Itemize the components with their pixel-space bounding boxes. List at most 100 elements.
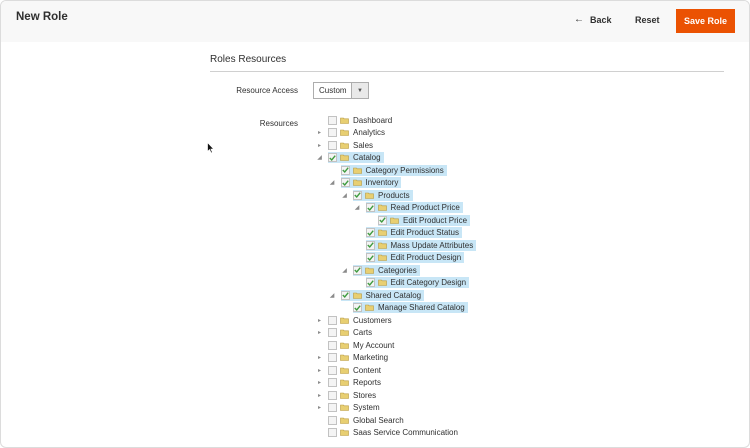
tree-checkbox[interactable] — [328, 140, 337, 150]
tree-checkbox[interactable] — [328, 365, 337, 375]
back-button-label: Back — [590, 15, 612, 25]
expand-arrow-icon[interactable]: ▸ — [317, 380, 321, 386]
tree-node[interactable]: Reports — [328, 377, 381, 388]
collapse-arrow-icon[interactable]: ◢ — [317, 155, 322, 161]
expand-arrow-icon[interactable]: ▸ — [317, 130, 321, 136]
tree-checkbox[interactable] — [340, 165, 350, 175]
resource-access-select[interactable]: Custom ▼ — [313, 82, 369, 99]
tree-node-label: Categories — [378, 265, 417, 275]
tree-spacer — [354, 240, 361, 251]
tree-node[interactable]: Global Search — [328, 415, 404, 426]
folder-icon — [340, 317, 349, 324]
resource-access-label: Resource Access — [236, 86, 298, 95]
tree-checkbox[interactable] — [328, 328, 337, 337]
tree-node-label: Stores — [353, 390, 377, 400]
tree-checkbox[interactable] — [328, 115, 337, 125]
expand-arrow-icon[interactable]: ▸ — [317, 317, 321, 324]
tree-checkbox[interactable] — [353, 303, 362, 312]
tree-node-label: Dashboard — [353, 115, 393, 125]
tree-spacer — [316, 340, 323, 351]
save-role-button[interactable]: Save Role — [676, 9, 735, 33]
reset-button[interactable]: Reset — [635, 15, 660, 25]
tree-node[interactable]: Products — [353, 189, 413, 201]
tree-checkbox[interactable] — [365, 253, 375, 262]
collapse-arrow-icon[interactable]: ◢ — [329, 180, 335, 186]
tree-spacer — [354, 277, 361, 288]
tree-checkbox[interactable] — [353, 190, 362, 200]
tree-checkbox[interactable] — [340, 290, 350, 300]
tree-spacer — [316, 415, 323, 426]
tree-checkbox[interactable] — [328, 128, 337, 137]
section-divider — [210, 71, 724, 72]
expand-arrow-icon[interactable]: ▸ — [317, 355, 321, 361]
tree-node[interactable]: Read Product Price — [365, 202, 463, 213]
tree-node[interactable]: Shared Catalog — [340, 289, 425, 301]
tree-node[interactable]: Edit Product Price — [378, 214, 471, 226]
tree-checkbox[interactable] — [365, 203, 375, 212]
tree-node[interactable]: Customers — [328, 315, 392, 326]
tree-node[interactable]: Analytics — [328, 127, 385, 138]
tree-node[interactable]: Dashboard — [328, 115, 392, 126]
tree-node[interactable]: System — [328, 402, 380, 413]
tree-spacer — [316, 427, 323, 438]
tree-checkbox[interactable] — [328, 353, 337, 362]
tree-node[interactable]: Marketing — [328, 352, 388, 363]
tree-checkbox[interactable] — [365, 228, 375, 237]
expand-arrow-icon[interactable]: ▸ — [317, 142, 321, 149]
tree-node[interactable]: Catalog — [328, 152, 384, 163]
tree-node[interactable]: My Account — [328, 340, 394, 351]
tree-node-label: Edit Category Design — [390, 278, 467, 287]
collapse-arrow-icon[interactable]: ◢ — [329, 292, 335, 299]
folder-icon — [340, 129, 349, 136]
tree-node[interactable]: Carts — [328, 327, 372, 338]
tree-checkbox[interactable] — [328, 315, 337, 325]
tree-node[interactable]: Manage Shared Catalog — [353, 302, 468, 313]
tree-node[interactable]: Saas Service Communication — [328, 427, 458, 438]
collapse-arrow-icon[interactable]: ◢ — [342, 267, 347, 274]
expand-arrow-icon[interactable]: ▸ — [317, 392, 321, 399]
tree-node[interactable]: Inventory — [340, 177, 402, 188]
tree-checkbox[interactable] — [328, 415, 337, 425]
collapse-arrow-icon[interactable]: ◢ — [342, 192, 347, 199]
tree-node[interactable]: Category Permissions — [340, 164, 447, 176]
back-button[interactable]: ← Back — [574, 15, 612, 26]
chevron-down-icon: ▼ — [351, 83, 368, 98]
collapse-arrow-icon[interactable]: ◢ — [354, 205, 360, 211]
tree-checkbox[interactable] — [340, 178, 350, 187]
checkmark-icon — [354, 304, 361, 311]
checkmark-icon — [341, 179, 349, 186]
tree-node-label: Marketing — [353, 353, 389, 362]
tree-node[interactable]: Content — [328, 365, 381, 376]
tree-node[interactable]: Mass Update Attributes — [365, 239, 477, 251]
tree-checkbox[interactable] — [328, 153, 337, 162]
tree-checkbox[interactable] — [328, 390, 337, 400]
tree-node[interactable]: Categories — [353, 264, 420, 276]
folder-icon — [340, 392, 349, 399]
checkmark-icon — [366, 279, 374, 286]
tree-checkbox[interactable] — [378, 215, 387, 225]
expand-arrow-icon[interactable]: ▸ — [317, 330, 321, 336]
tree-checkbox[interactable] — [365, 278, 375, 287]
tree-node-label: Reports — [353, 378, 382, 387]
checkmark-icon — [366, 242, 374, 248]
tree-node-label: Catalog — [353, 153, 381, 162]
expand-arrow-icon[interactable]: ▸ — [317, 367, 321, 374]
folder-icon — [365, 192, 374, 199]
tree-node[interactable]: Edit Category Design — [365, 277, 470, 288]
tree-checkbox[interactable] — [328, 378, 337, 387]
tree-checkbox[interactable] — [328, 428, 337, 437]
expand-arrow-icon[interactable]: ▸ — [317, 405, 321, 411]
tree-checkbox[interactable] — [328, 340, 337, 350]
tree-checkbox[interactable] — [328, 403, 337, 412]
section-title: Roles Resources — [210, 54, 287, 65]
folder-icon — [377, 279, 387, 286]
tree-node[interactable]: Sales — [328, 140, 373, 151]
folder-icon — [340, 154, 349, 161]
tree-checkbox[interactable] — [353, 265, 362, 275]
tree-node[interactable]: Edit Product Design — [365, 252, 465, 263]
tree-node[interactable]: Edit Product Status — [365, 227, 462, 238]
tree-checkbox[interactable] — [365, 240, 375, 250]
tree-node[interactable]: Stores — [328, 390, 376, 401]
checkmark-icon — [341, 167, 349, 173]
resources-label: Resources — [259, 119, 298, 128]
